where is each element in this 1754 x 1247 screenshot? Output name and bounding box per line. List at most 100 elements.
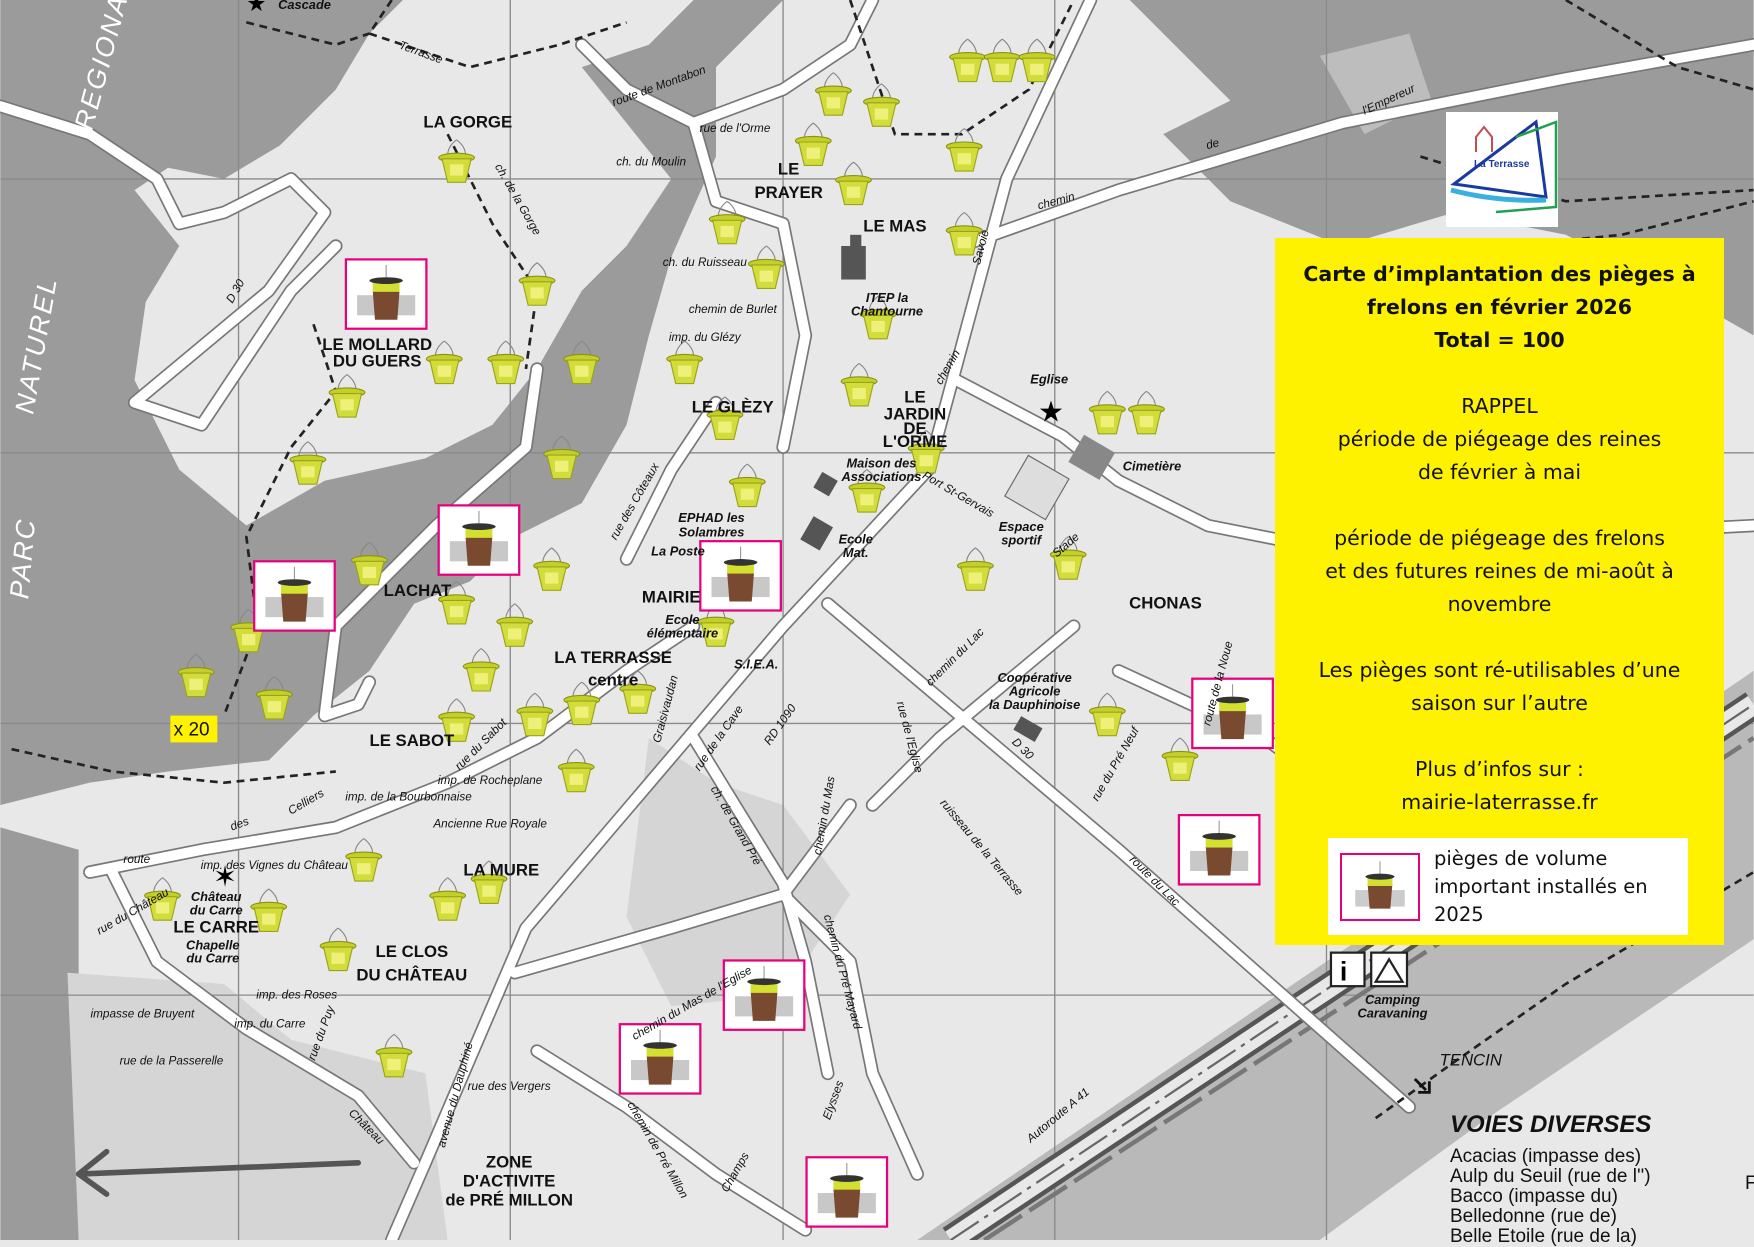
place-label: DU CHÂTEAU <box>356 966 467 985</box>
place-label: LE SABOT <box>369 731 455 750</box>
place-label: LACHAT <box>384 581 452 600</box>
large-trap-icon <box>805 1156 889 1228</box>
reuse-text: Les pièges sont ré-utilisables d’une <box>1318 658 1681 682</box>
la-terrasse-logo: La Terrasse <box>1446 112 1558 227</box>
place-label: LE <box>904 388 925 407</box>
street-label: impasse de Bruyent <box>91 1007 195 1020</box>
period-text: période de piégeage des frelons <box>1334 526 1665 550</box>
street-label: imp. des Vignes du Château <box>201 859 349 872</box>
hornet-trap-icon <box>533 547 571 591</box>
star-icon: ★ <box>246 0 266 16</box>
star-icon: ★ <box>1038 397 1064 429</box>
place-label: LE GLÈZY <box>692 398 774 417</box>
poi-label: Solambres <box>679 525 745 540</box>
poi-label: du Carre <box>190 903 243 918</box>
street-label: de <box>1205 136 1221 152</box>
place-label: LE MOLLARD <box>322 335 432 354</box>
hornet-trap-icon <box>728 463 766 508</box>
hornet-trap-icon <box>563 681 601 726</box>
hornet-trap-icon <box>328 374 366 418</box>
hornet-trap-icon <box>859 295 897 340</box>
place-label: TENCIN <box>1440 1051 1503 1070</box>
hornet-trap-icon <box>543 435 581 480</box>
street-index-heading: VOIES DIVERSES <box>1450 1111 1652 1138</box>
poi-label: Caravaning <box>1357 1005 1427 1020</box>
place-label: LE MAS <box>863 216 926 235</box>
large-trap-icon <box>722 959 806 1031</box>
hornet-trap-icon <box>425 340 463 385</box>
place-label: L'ORME <box>883 432 948 451</box>
street-label: des <box>228 815 250 834</box>
website-link[interactable]: mairie-laterrasse.fr <box>1401 790 1598 814</box>
poi-label: sportif <box>1001 533 1043 548</box>
place-label: LA GORGE <box>423 112 512 131</box>
poi-label: Maison des <box>846 455 916 470</box>
street-label: imp. de Rocheplane <box>438 774 543 787</box>
street-label: rue des Vergers <box>468 1080 551 1093</box>
hornet-trap-icon <box>496 603 534 647</box>
hornet-trap-icon <box>375 1033 413 1078</box>
place-label: LE CLOS <box>376 942 449 961</box>
place-label: CHONAS <box>1129 593 1202 612</box>
hornet-trap-icon <box>840 362 878 407</box>
street-index: VOIES DIVERSES Acacias (impasse des) Aul… <box>1450 1111 1652 1247</box>
street-index-item: Acacias (impasse des) <box>1450 1146 1642 1167</box>
place-label: JARDIN <box>884 404 946 423</box>
poi-label: S.I.E.A. <box>734 657 778 672</box>
hornet-trap-icon <box>945 128 983 172</box>
large-trap-legend-icon <box>1340 852 1420 921</box>
street-label: rue de la Passerelle <box>120 1054 224 1067</box>
large-trap-icon <box>699 540 782 612</box>
street-index-letter: F <box>1745 1173 1754 1194</box>
hornet-trap-icon <box>563 340 601 385</box>
poi-label: Cascade <box>278 0 331 12</box>
hornet-trap-icon <box>619 670 657 714</box>
trap-count-badge <box>170 715 218 743</box>
poi-label: Chapelle <box>186 937 240 952</box>
buildings <box>800 234 1115 742</box>
hornet-trap-icon <box>350 541 388 586</box>
place-label: D'ACTIVITE <box>463 1171 555 1190</box>
street-label: Ancienne Rue Royale <box>432 817 547 830</box>
large-trap-icon <box>1191 677 1274 750</box>
poi-label: Eglise <box>1030 372 1068 387</box>
place-label: LA TERRASSE <box>554 648 672 667</box>
street-index-item: Aulp du Seuil (rue de l'') <box>1450 1166 1651 1187</box>
poi-label: Ecole <box>839 531 873 546</box>
reminder-heading: RAPPEL <box>1461 394 1538 418</box>
poi-label: Ecole <box>665 612 699 627</box>
large-trap-icon <box>437 504 521 576</box>
street-label: imp. des Roses <box>256 988 337 1001</box>
hornet-trap-icon <box>250 888 288 932</box>
poi-label: Espace <box>999 519 1044 534</box>
hornet-trap-icon <box>708 200 746 245</box>
reminder-text: période de piégeage des reines <box>1337 427 1662 451</box>
poi-label: la Dauphinoise <box>989 697 1080 712</box>
place-label: MAIRIE <box>642 588 701 607</box>
street-label: route <box>123 853 150 866</box>
large-trap-icon <box>253 560 336 632</box>
hornet-trap-icon <box>794 122 832 167</box>
poi-label: du Carre <box>186 951 239 966</box>
street-label: imp. de la Bourbonnaise <box>345 791 472 804</box>
hornet-trap-icon <box>345 838 383 882</box>
poi-label: Cimetière <box>1123 459 1182 474</box>
street-label: imp. du Glézy <box>669 331 742 344</box>
hornet-trap-icon <box>438 580 476 625</box>
period-text: novembre <box>1447 592 1552 616</box>
title-line: frelons en février 2026 <box>1366 295 1633 319</box>
poi-label: Château <box>191 889 242 904</box>
trap-count-label: x 20 <box>174 720 210 741</box>
hornet-trap-icon <box>956 547 994 591</box>
hornet-trap-icon <box>255 676 293 720</box>
hornet-trap-icon <box>1088 692 1126 737</box>
street-index-item: Bacco (impasse du) <box>1450 1186 1618 1207</box>
poi-label: Mat. <box>843 545 869 560</box>
hornet-trap-icon <box>863 83 900 127</box>
hornet-trap-icon <box>144 877 181 921</box>
poi-label: La Poste <box>651 544 705 559</box>
hornet-trap-icon <box>516 692 554 737</box>
hornet-trap-icon <box>1018 38 1056 83</box>
